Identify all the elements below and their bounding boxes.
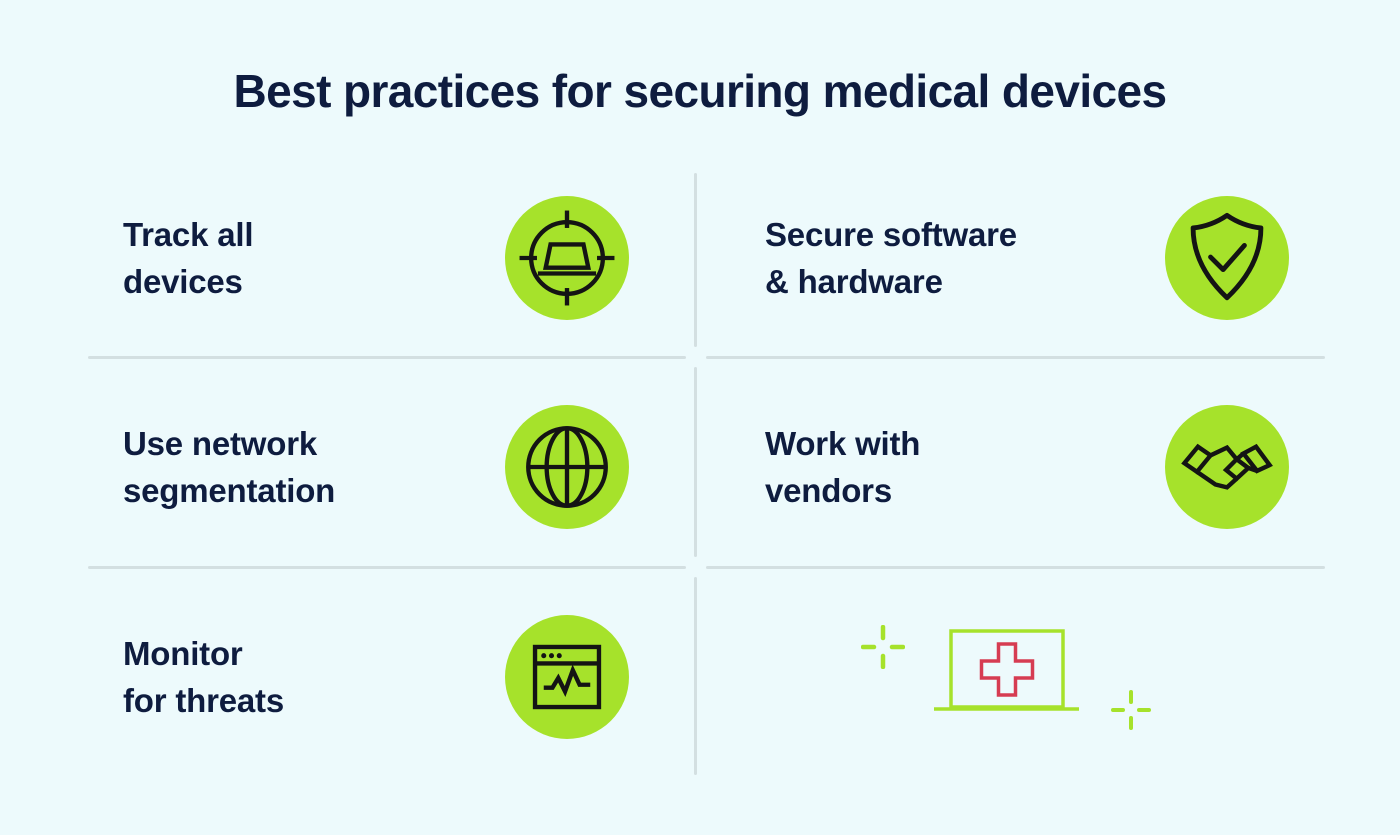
practice-cell-network-segmentation: Use network segmentation <box>123 405 629 529</box>
shield-check-icon <box>1165 196 1289 320</box>
practice-cell-work-with-vendors: Work with vendors <box>765 405 1289 529</box>
horizontal-divider-row2-right <box>706 566 1325 569</box>
practice-cell-track-devices: Track all devices <box>123 196 629 320</box>
sparkle-accent-left-icon <box>861 625 905 669</box>
vertical-divider-bottom <box>694 577 697 775</box>
practice-label: Secure software & hardware <box>765 216 1017 300</box>
horizontal-divider-row2-left <box>88 566 686 569</box>
globe-icon <box>505 405 629 529</box>
page-title: Best practices for securing medical devi… <box>233 65 1168 117</box>
handshake-icon <box>1165 405 1289 529</box>
browser-pulse-icon <box>505 615 629 739</box>
practice-label: Use network segmentation <box>123 425 336 509</box>
medical-cross-icon <box>979 642 1035 697</box>
horizontal-divider-row1-left <box>88 356 686 359</box>
sparkle-accent-right-icon <box>1111 690 1151 730</box>
practice-label: Track all devices <box>123 216 254 300</box>
vertical-divider-middle <box>694 367 697 557</box>
practice-cell-secure-software: Secure software & hardware <box>765 196 1289 320</box>
vertical-divider-top <box>694 173 697 347</box>
medical-laptop-icon <box>934 629 1079 711</box>
practice-label: Work with vendors <box>765 425 921 509</box>
practice-label: Monitor for threats <box>123 635 284 719</box>
practice-cell-monitor-threats: Monitor for threats <box>123 615 629 739</box>
horizontal-divider-row1-right <box>706 356 1325 359</box>
medical-laptop-illustration <box>855 615 1155 765</box>
target-device-icon <box>505 196 629 320</box>
